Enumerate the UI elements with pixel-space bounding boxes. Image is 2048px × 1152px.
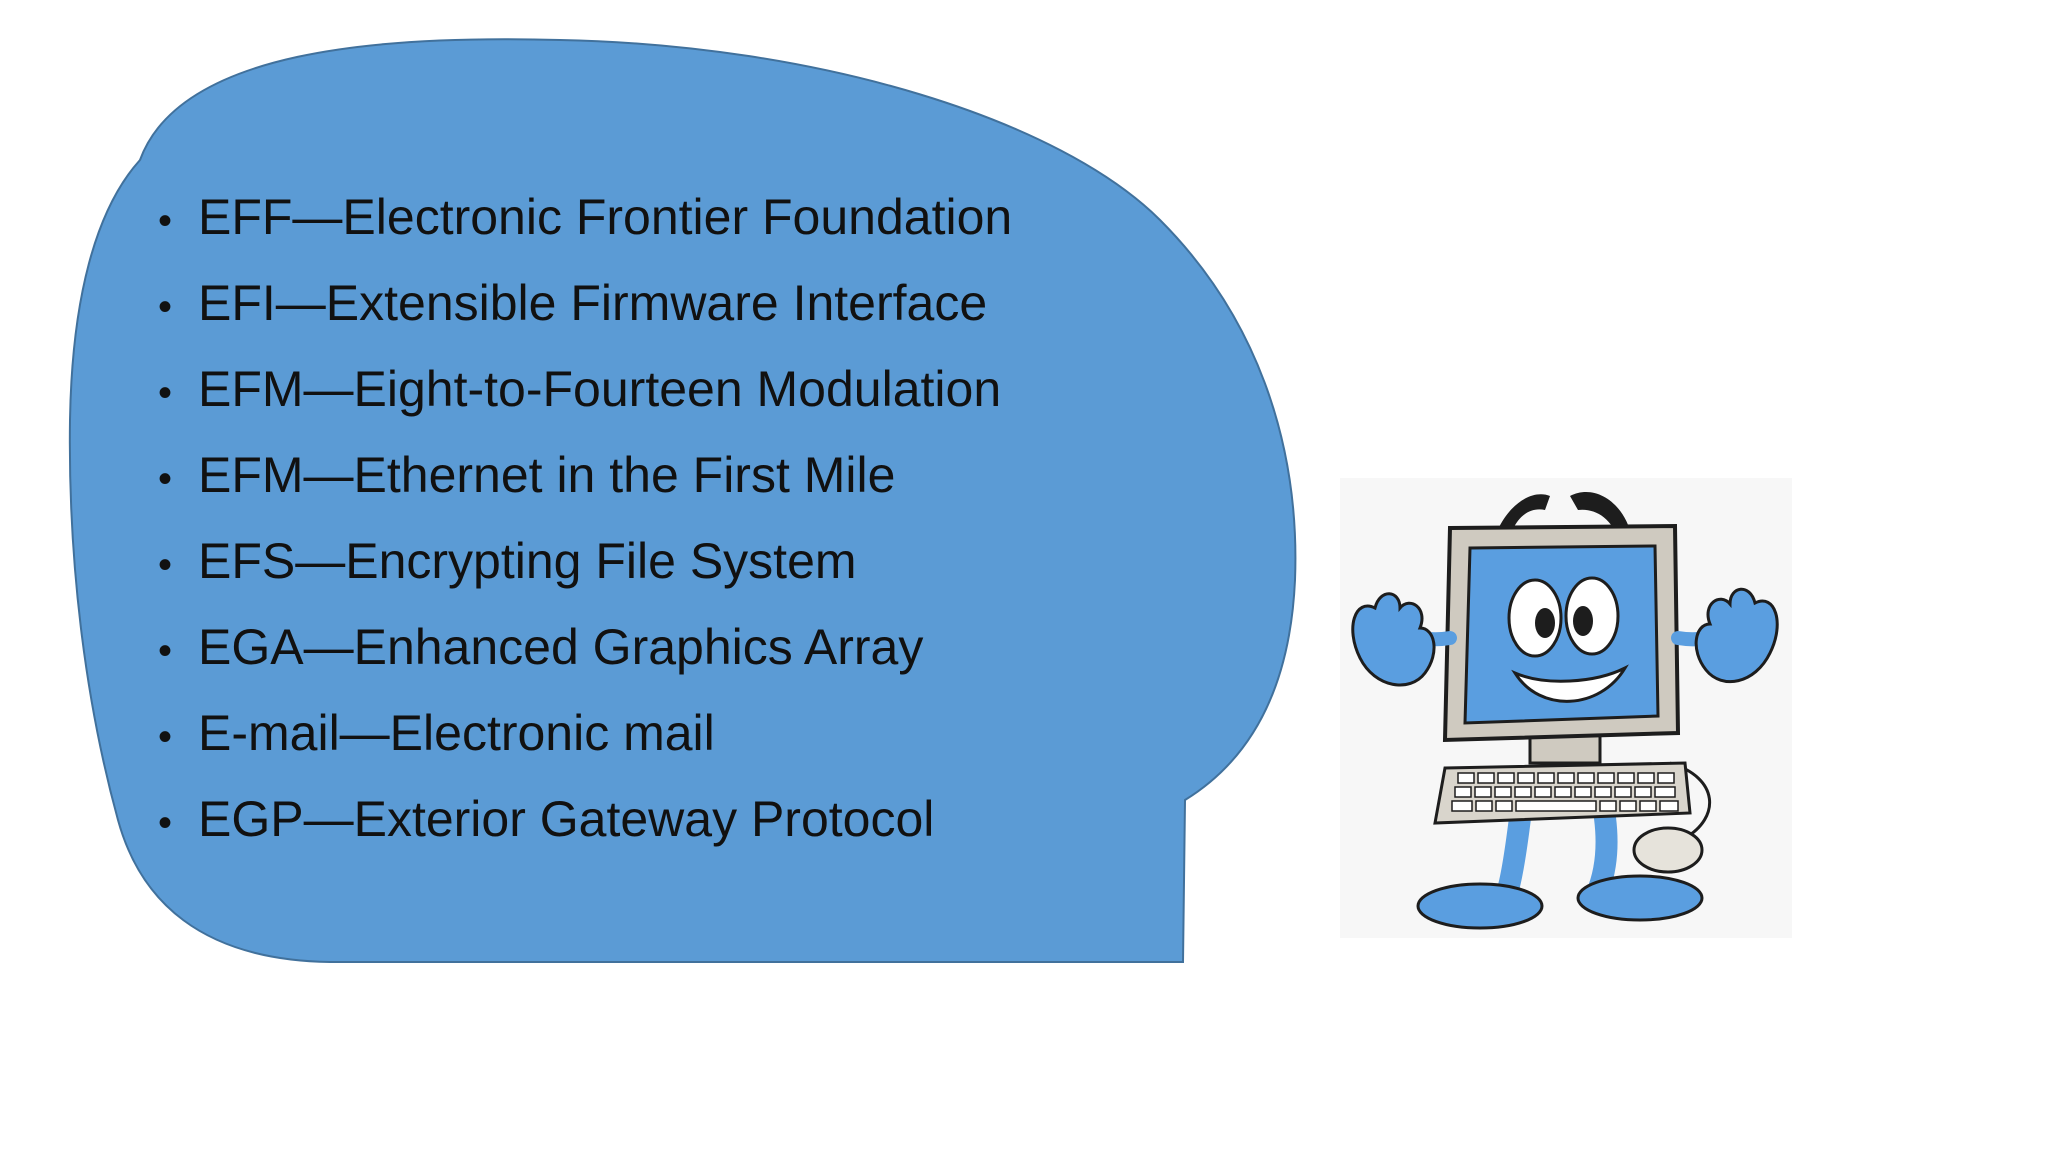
- list-item-text: EGP—Exterior Gateway Protocol: [198, 791, 935, 847]
- list-item: • EFI—Extensible Firmware Interface: [158, 260, 1012, 346]
- list-item: • EGA—Enhanced Graphics Array: [158, 604, 1012, 690]
- list-item: • EFF—Electronic Frontier Foundation: [158, 174, 1012, 260]
- list-item: • E-mail—Electronic mail: [158, 690, 1012, 776]
- list-item: • EFM—Eight-to-Fourteen Modulation: [158, 346, 1012, 432]
- bullet: •: [158, 199, 173, 243]
- list-item-text: EGA—Enhanced Graphics Array: [198, 619, 924, 675]
- list-item-text: EFS—Encrypting File System: [198, 533, 857, 589]
- list-item-text: EFM—Ethernet in the First Mile: [198, 447, 896, 503]
- list-item-text: EFF—Electronic Frontier Foundation: [198, 189, 1013, 245]
- bullet: •: [158, 629, 173, 673]
- bullet: •: [158, 801, 173, 845]
- list-item-text: E-mail—Electronic mail: [198, 705, 715, 761]
- bullet: •: [158, 285, 173, 329]
- bullet: •: [158, 371, 173, 415]
- cartoon-computer-mascot-icon: [1340, 478, 1792, 938]
- bullet: •: [158, 543, 173, 587]
- acronym-list: • EFF—Electronic Frontier Foundation • EFI…: [158, 174, 1012, 862]
- list-item: • EFS—Encrypting File System: [158, 518, 1012, 604]
- list-item-text: EFI—Extensible Firmware Interface: [198, 275, 988, 331]
- bullet: •: [158, 457, 173, 501]
- list-item: • EGP—Exterior Gateway Protocol: [158, 776, 1012, 862]
- list-item-text: EFM—Eight-to-Fourteen Modulation: [198, 361, 1002, 417]
- bullet: •: [158, 715, 173, 759]
- list-item: • EFM—Ethernet in the First Mile: [158, 432, 1012, 518]
